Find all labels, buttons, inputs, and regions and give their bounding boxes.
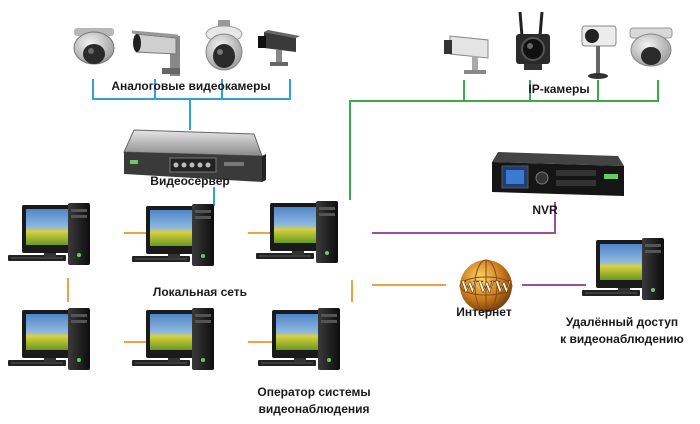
analog-cameras-label: Аналоговые видеокамеры: [111, 79, 271, 93]
workstation-left-bottom: [7, 307, 91, 371]
workstation-left-top: [7, 202, 91, 266]
videoserver-label: Видеосервер: [150, 174, 230, 188]
dome-ip-camera-icon: [629, 27, 673, 67]
operator-label: Оператор системы видеонаблюдения: [257, 385, 370, 416]
operator-label-line2: видеонаблюдения: [258, 402, 370, 416]
ip-cameras-label: IP-камеры: [528, 82, 590, 96]
workstation-remote: [581, 237, 665, 301]
remote-access-label-line2: к видеонаблюдению: [560, 332, 684, 346]
workstation-operator: [257, 307, 341, 371]
workstation-middle-top: [131, 203, 215, 267]
box-ip-camera-icon: [444, 35, 489, 74]
nvr-recorder-icon: [492, 152, 624, 196]
www-text: WWW: [461, 277, 512, 296]
ip-camera-links: [349, 80, 659, 200]
operator-label-line1: Оператор системы: [257, 385, 371, 399]
nvr-links: [372, 202, 586, 286]
rack-videoserver-icon: [123, 129, 266, 182]
speed-dome-camera-icon: [205, 20, 243, 71]
workstation-middle-bottom: [131, 307, 215, 371]
dome-camera-icon: [73, 28, 115, 65]
local-network-label: Локальная сеть: [152, 285, 248, 299]
analog-camera-links: [92, 79, 291, 206]
www-globe-icon: WWW: [459, 259, 513, 313]
bullet-camera-icon: [131, 30, 180, 76]
local-network-links: [67, 232, 446, 343]
remote-access-label: Удалённый доступ к видеонаблюдению: [560, 315, 684, 346]
internet-label: Интернет: [456, 305, 512, 319]
wireless-ip-camera-icon: [516, 11, 550, 70]
nvr-label: NVR: [532, 203, 558, 217]
cube-ip-camera-icon: [581, 25, 617, 79]
box-camera-icon: [258, 30, 300, 66]
remote-access-label-line1: Удалённый доступ: [565, 315, 679, 329]
